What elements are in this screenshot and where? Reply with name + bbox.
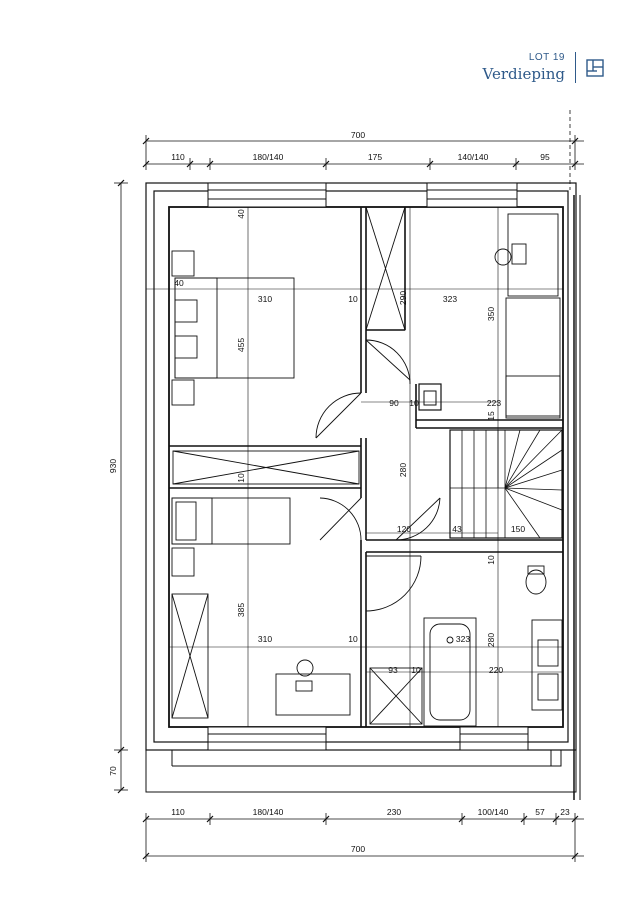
house-plan-icon	[586, 58, 604, 77]
floor-name: Verdieping	[482, 65, 565, 83]
header-text: LOT 19 Verdieping	[483, 52, 576, 83]
lot-number: LOT 19	[528, 52, 565, 63]
plan-header: LOT 19 Verdieping	[483, 52, 604, 83]
